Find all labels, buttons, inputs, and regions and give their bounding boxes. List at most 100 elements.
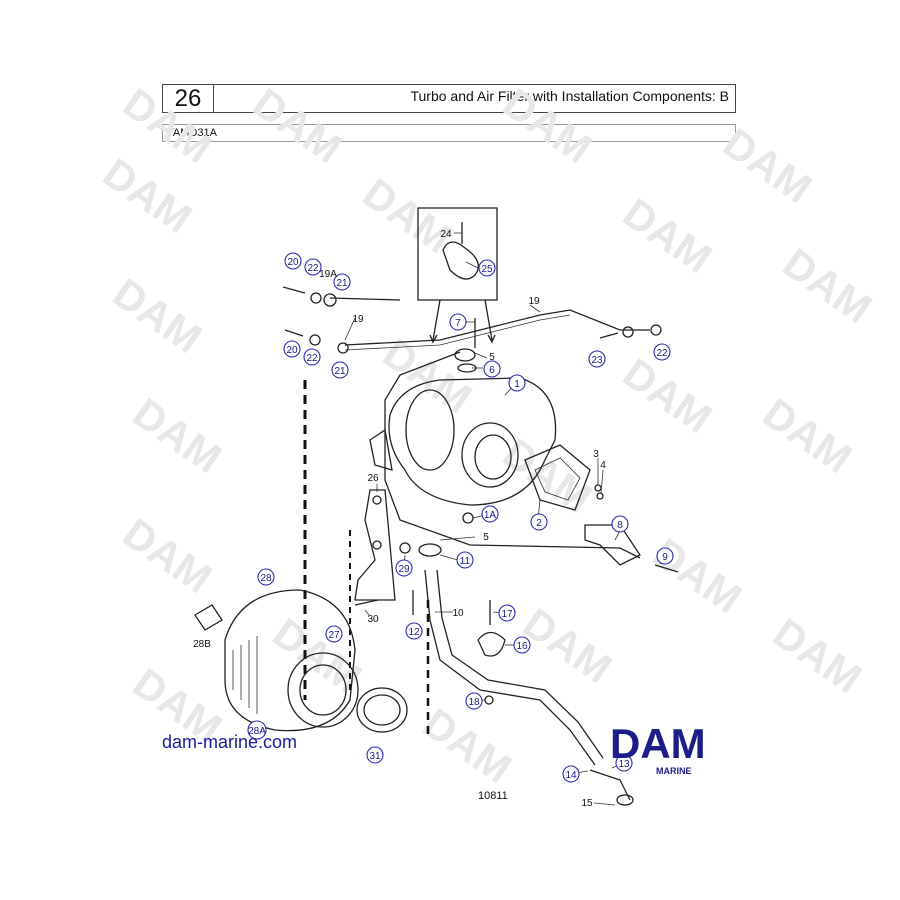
watermark: DAM [615,189,720,282]
svg-text:25: 25 [481,264,493,275]
watermark: DAM [515,599,620,692]
logo-text: DAM [610,722,706,767]
plug-1a [462,512,474,524]
bolt-23 [599,332,619,339]
bolt-30 [354,599,379,606]
watermark: DAM [715,119,820,212]
watermark: DAM [775,239,880,332]
callout-29: 29 [395,559,413,577]
pipe-19a [329,297,401,301]
svg-text:22: 22 [656,348,668,359]
callout-20-top: 20 [284,252,302,270]
watermark: DAM [615,349,720,442]
callout-21-top: 21 [333,273,351,291]
hose-clamp-31 [356,687,408,733]
drain-pipe-10 [424,569,596,766]
nut-29 [399,542,411,554]
label-19a: 19A [319,269,337,280]
callout-7: 7 [449,313,467,331]
svg-text:14: 14 [565,770,577,781]
nut-4 [596,492,604,500]
callout-2: 2 [530,513,548,531]
svg-text:2: 2 [536,518,542,529]
svg-text:1: 1 [514,379,520,390]
bolt-9 [654,564,679,573]
page-title: Turbo and Air Filter with Installation C… [410,88,729,104]
fitting-21 [337,342,349,354]
turbo-flange-2 [524,444,591,511]
label-19-left: 19 [352,314,364,325]
svg-text:28: 28 [260,573,272,584]
svg-text:9: 9 [662,552,668,563]
callout-22-right: 22 [653,343,671,361]
svg-text:28A: 28A [248,726,266,737]
svg-text:21: 21 [336,278,348,289]
bracket-26 [354,489,396,601]
callout-22-top: 22 [304,258,322,276]
model-label: TAMD31A [162,124,736,142]
hose-14 [589,769,631,801]
callout-14: 14 [562,765,580,783]
label-4: 4 [600,460,606,471]
label-19-right: 19 [528,296,540,307]
callout-8: 8 [611,515,629,533]
label-28b: 28B [193,639,211,650]
label-5-lower: 5 [483,532,489,543]
label-5-top: 5 [489,352,495,363]
pipe-19 [344,309,650,346]
svg-text:13: 13 [618,759,630,770]
website-link[interactable]: dam-marine.com [162,732,298,752]
label-10: 10 [452,608,464,619]
header-box: 26 Turbo and Air Filter with Installatio… [162,84,736,113]
svg-text:18: 18 [468,697,480,708]
pipe-5 [384,351,641,559]
fitting-19a [323,293,337,307]
page-number: 26 [163,85,214,112]
callout-12: 12 [405,622,423,640]
detail-arrows [432,299,493,341]
watermark: DAM [105,269,210,362]
watermark: DAM [755,389,860,482]
callout-23: 23 [588,350,606,368]
svg-text:7: 7 [455,318,461,329]
bracket-8 [584,524,641,566]
svg-text:1A: 1A [484,510,497,521]
drain-pipe-10-edge [436,569,604,759]
washer-22-lower [309,334,321,346]
svg-text:29: 29 [398,564,410,575]
callout-22-lower: 22 [303,348,321,366]
callout-28: 28 [257,568,275,586]
svg-text:21: 21 [334,366,346,377]
turbocharger [369,377,591,511]
pipe-19-edge [344,314,571,351]
callout-31: 31 [366,746,384,764]
callout-17: 17 [498,604,516,622]
svg-text:20: 20 [286,345,298,356]
svg-text:23: 23 [591,355,603,366]
label-26: 26 [367,473,379,484]
bolt-20-lower [284,329,304,337]
watermark: DAM [495,79,600,172]
svg-text:22: 22 [306,353,318,364]
svg-text:16: 16 [516,641,528,652]
callout-27: 27 [325,625,343,643]
clamp-part [442,241,479,280]
svg-text:17: 17 [501,609,513,620]
clamp-16 [477,631,506,657]
figure-number: 10811 [478,790,508,802]
callout-28a: 28A [247,720,267,740]
watermark: DAM [125,389,230,482]
nut-18 [484,695,494,705]
label-30: 30 [367,614,379,625]
fitting-15 [616,794,634,806]
callout-21-lower: 21 [331,361,349,379]
logo-subtitle: MARINE [656,766,692,776]
callout-20-lower: 20 [283,340,301,358]
callout-25: 25 [478,259,496,277]
banjo-fitting [454,348,476,362]
callout-18: 18 [465,692,483,710]
label-24: 24 [440,229,452,240]
callout-9: 9 [656,547,674,565]
watermark: DAM [765,609,870,702]
